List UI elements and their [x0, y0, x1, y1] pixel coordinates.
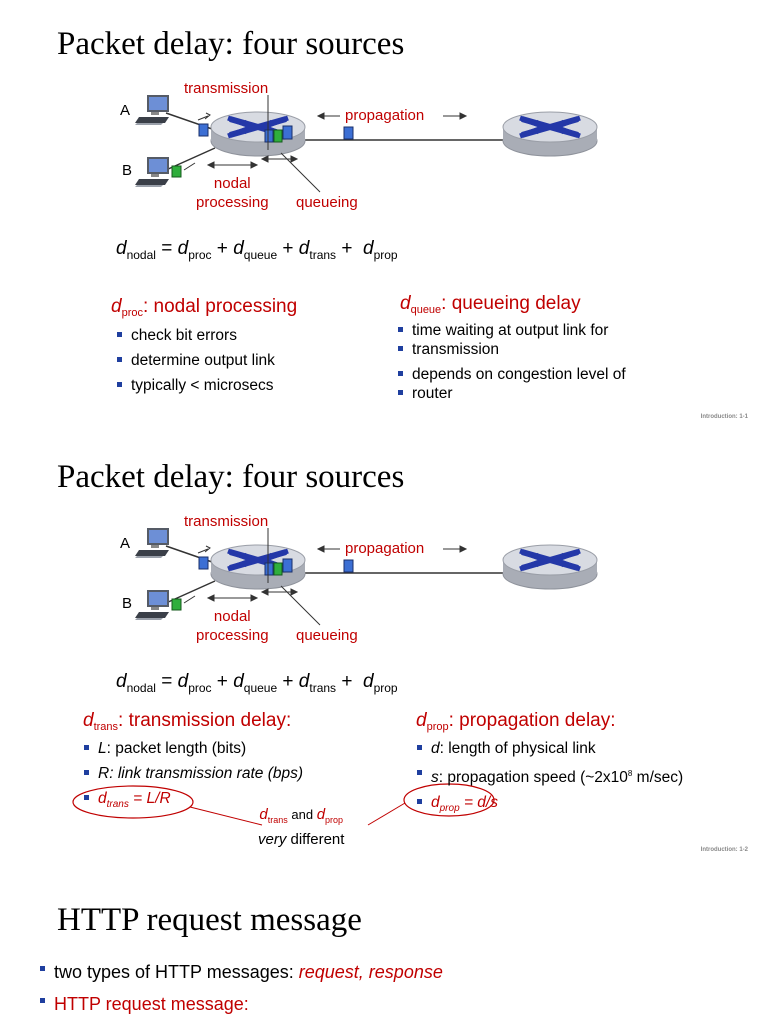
delay-equation: dnodal = dproc + dqueue + dtrans + dprop — [116, 238, 398, 262]
host-a-label: A — [120, 535, 131, 552]
list-item: d: length of physical link — [417, 739, 683, 758]
list-item: depends on congestion level of — [398, 365, 626, 384]
list-item: HTTP request message: — [40, 992, 443, 1016]
host-b-label: B — [122, 595, 133, 612]
slide-footer: Introduction: 1-1 — [700, 414, 748, 420]
list-item: check bit errors — [117, 326, 275, 345]
transmission-delay-heading: dtrans: transmission delay: — [83, 710, 292, 733]
host-a-label: A — [120, 102, 131, 119]
list-item: dtrans = L/R — [84, 789, 303, 814]
list-item: dprop = d/s — [417, 793, 683, 818]
queueing-label: queueing — [296, 627, 358, 644]
list-item: s: propagation speed (~2x108 m/sec) — [417, 764, 683, 787]
slide-2: Packet delay: four sources A B transmiss… — [0, 433, 768, 863]
packet-icon — [171, 598, 182, 611]
queueing-delay-list: time waiting at output link for transmis… — [398, 321, 626, 409]
transmission-label: transmission — [184, 80, 269, 97]
propagation-delay-list: d: length of physical link s: propagatio… — [417, 739, 683, 824]
network-diagram — [72, 528, 768, 826]
transmission-delay-list: L: packet length (bits) R: link transmis… — [84, 739, 303, 820]
list-item-continuation: transmission — [398, 340, 626, 359]
packet-icon — [198, 123, 209, 137]
list-item: two types of HTTP messages: request, res… — [40, 960, 443, 984]
slide-title: HTTP request message — [57, 902, 362, 938]
list-item: R: link transmission rate (bps) — [84, 764, 303, 783]
propagation-delay-heading: dprop: propagation delay: — [416, 710, 616, 733]
slide-3: HTTP request message two types of HTTP m… — [0, 866, 768, 1024]
http-message-list: two types of HTTP messages: request, res… — [40, 960, 443, 1022]
computer-icon — [135, 157, 169, 187]
list-item-continuation: router — [398, 384, 626, 403]
comparison-note: dtrans and dprop very different — [258, 806, 345, 848]
router-icon — [503, 545, 597, 589]
slide-title: Packet delay: four sources — [57, 26, 405, 62]
list-item: time waiting at output link for — [398, 321, 626, 340]
transmission-label: transmission — [184, 513, 269, 530]
packet-icon — [198, 556, 209, 570]
host-b-label: B — [122, 162, 133, 179]
slide-footer: Introduction: 1-2 — [700, 847, 748, 853]
propagation-label: propagation — [345, 107, 425, 124]
nodal-processing-heading: dproc: nodal processing — [111, 296, 298, 319]
network-diagram — [135, 95, 768, 193]
queueing-delay-heading: dqueue: queueing delay — [400, 293, 581, 316]
list-item: L: packet length (bits) — [84, 739, 303, 758]
delay-equation: dnodal = dproc + dqueue + dtrans + dprop — [116, 671, 398, 695]
slide-title: Packet delay: four sources — [57, 459, 405, 495]
queueing-label: queueing — [296, 194, 358, 211]
nodal-processing-list: check bit errors determine output link t… — [117, 326, 275, 401]
propagation-label: propagation — [345, 540, 425, 557]
list-item: determine output link — [117, 351, 275, 370]
list-item: typically < microsecs — [117, 376, 275, 395]
packet-icon — [171, 165, 182, 178]
router-icon — [503, 112, 597, 156]
computer-icon — [135, 590, 169, 620]
slide-1: Packet delay: four sources A B transmiss… — [0, 0, 768, 430]
computer-icon — [135, 95, 169, 125]
computer-icon — [135, 528, 169, 558]
